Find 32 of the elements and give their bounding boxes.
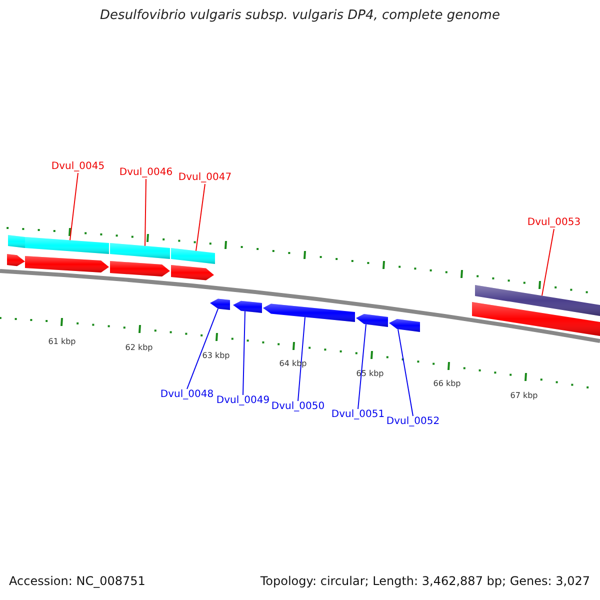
leader-line: [186, 308, 218, 390]
gene-label: Dvul_0049: [216, 395, 270, 407]
accession-text: Accession: NC_008751: [9, 575, 146, 587]
gene-label: Dvul_0046: [119, 167, 173, 179]
scale-label: 62 kbp: [125, 342, 153, 354]
gene-label: Dvul_0051: [331, 409, 385, 421]
title: Desulfovibrio vulgaris subsp. vulgaris DP4, complete genome: [100, 10, 500, 22]
gene-label: Dvul_0053: [527, 217, 581, 229]
gene-feature: [233, 300, 262, 313]
gene-label: Dvul_0045: [51, 161, 105, 173]
gene-feature: [210, 298, 230, 310]
leader-line: [70, 172, 78, 241]
leader-line: [242, 310, 246, 396]
leader-line: [196, 184, 206, 252]
gene-label: Dvul_0048: [160, 389, 214, 401]
gene-feature: [356, 314, 388, 327]
scale-label: 67 kbp: [510, 390, 538, 402]
leader-line: [398, 328, 414, 416]
gene-label: Dvul_0047: [178, 172, 232, 184]
feature-bar: [110, 243, 170, 259]
genome-stats-text: Topology: circular; Length: 3,462,887 bp; Genes: 3,027: [260, 575, 590, 587]
leader-line: [358, 324, 366, 410]
feature-bar: [475, 285, 600, 316]
gene-label: Dvul_0052: [386, 416, 440, 428]
scale-label: 63 kbp: [202, 350, 230, 362]
feature-bar: [171, 248, 215, 264]
gene-label: Dvul_0050: [271, 401, 325, 413]
leader-line: [542, 228, 554, 296]
scale-label: 61 kbp: [48, 336, 76, 348]
scale-label: 66 kbp: [433, 378, 461, 390]
gene-feature: [389, 319, 420, 332]
leader-line: [144, 178, 146, 246]
